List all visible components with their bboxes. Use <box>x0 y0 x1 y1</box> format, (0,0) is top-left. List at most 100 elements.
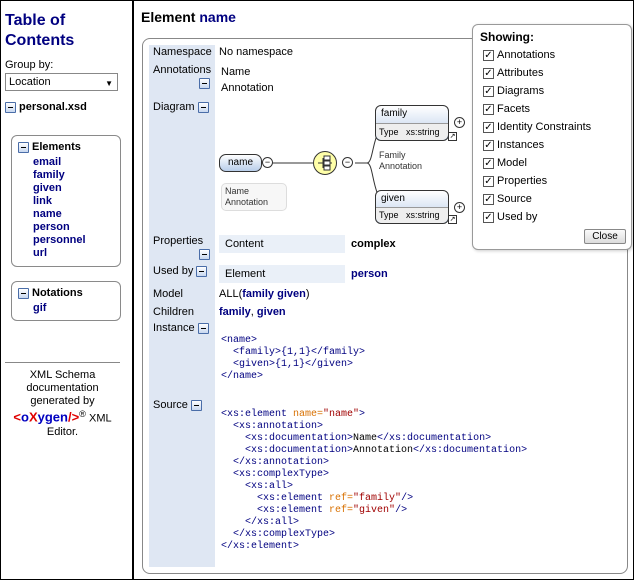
schema-file-link[interactable]: personal.xsd <box>19 101 87 113</box>
show-option-identity-constraints[interactable]: ✓Identity Constraints <box>483 121 591 135</box>
group-by-value: Location <box>9 76 51 88</box>
diagram-annotation: Family Annotation <box>375 147 449 175</box>
logo-part: /> <box>68 410 79 425</box>
child-link-given[interactable]: given <box>257 306 286 318</box>
option-label: Model <box>497 157 527 169</box>
collapse-icon[interactable] <box>5 102 16 113</box>
elements-box: Elements email family given link name pe… <box>11 135 121 267</box>
diagram-node-label: family <box>376 106 448 123</box>
popup-title: Showing: <box>480 30 534 44</box>
notations-heading-label: Notations <box>32 287 83 299</box>
element-link[interactable]: email <box>33 156 114 169</box>
element-link[interactable]: url <box>33 247 114 260</box>
element-link[interactable]: given <box>33 182 114 195</box>
model-text: ) <box>306 288 310 300</box>
group-by-select[interactable]: Location ▼ <box>5 73 118 91</box>
option-label: Used by <box>497 211 537 223</box>
collapse-icon[interactable] <box>198 323 209 334</box>
title-element-name: name <box>199 9 236 25</box>
link-arrow-icon[interactable]: ↗ <box>448 215 457 224</box>
checkbox-checked-icon[interactable]: ✓ <box>483 158 494 169</box>
close-button[interactable]: Close <box>584 229 626 244</box>
collapse-icon[interactable] <box>191 400 202 411</box>
diagram-node-name[interactable]: name <box>219 154 262 172</box>
option-label: Properties <box>497 175 547 187</box>
show-option-diagrams[interactable]: ✓Diagrams <box>483 85 544 99</box>
collapse-circle-icon[interactable]: − <box>342 157 353 168</box>
element-link[interactable]: person <box>33 221 114 234</box>
option-label: Attributes <box>497 67 543 79</box>
code-line: </xs:element> <box>221 541 527 553</box>
expand-circle-icon[interactable]: + <box>454 117 465 128</box>
registered-mark: ® <box>79 409 86 419</box>
option-label: Facets <box>497 103 530 115</box>
checkbox-checked-icon[interactable]: ✓ <box>483 50 494 61</box>
checkbox-checked-icon[interactable]: ✓ <box>483 122 494 133</box>
toc-title-line2: Contents <box>5 31 127 51</box>
source-code: <xs:element name="name"> <xs:annotation>… <box>221 409 527 553</box>
oxygen-logo[interactable]: <oXygen/>® XML <box>5 408 120 426</box>
model-link-family[interactable]: family <box>242 288 274 300</box>
footer-line: documentation <box>5 382 120 395</box>
group-by-label: Group by: <box>5 59 127 71</box>
element-link[interactable]: name <box>33 208 114 221</box>
collapse-icon[interactable] <box>196 248 210 260</box>
collapse-circle-icon[interactable]: − <box>262 157 273 168</box>
code-line: </xs:annotation> <box>221 457 527 469</box>
label-children: Children <box>153 306 194 318</box>
title-prefix: Element <box>141 9 195 25</box>
show-option-model[interactable]: ✓Model <box>483 157 527 171</box>
collapse-icon[interactable] <box>196 266 207 277</box>
code-line: <xs:all> <box>221 481 527 493</box>
code-line: </name> <box>221 371 365 383</box>
code-line: <xs:element name="name"> <box>221 409 527 421</box>
option-label: Source <box>497 193 532 205</box>
checkbox-checked-icon[interactable]: ✓ <box>483 176 494 187</box>
element-link[interactable]: personnel <box>33 234 114 247</box>
code-line: <name> <box>221 335 365 347</box>
checkbox-checked-icon[interactable]: ✓ <box>483 68 494 79</box>
diagram-node-label: name <box>228 157 253 168</box>
property-key: Content <box>219 235 345 253</box>
link-arrow-icon[interactable]: ↗ <box>448 132 457 141</box>
code-line: <given>{1,1}</given> <box>221 359 365 371</box>
checkbox-checked-icon[interactable]: ✓ <box>483 104 494 115</box>
show-option-facets[interactable]: ✓Facets <box>483 103 530 117</box>
diagram-node-family[interactable]: family Type xs:string <box>375 105 449 141</box>
children-value: family, given <box>219 306 286 318</box>
type-label: Type <box>379 127 399 137</box>
show-option-annotations[interactable]: ✓Annotations <box>483 49 555 63</box>
checkbox-checked-icon[interactable]: ✓ <box>483 140 494 151</box>
notation-link[interactable]: gif <box>33 302 114 315</box>
show-option-instances[interactable]: ✓Instances <box>483 139 544 153</box>
diagram-type-row: Type xs:string <box>376 207 448 223</box>
used-by-link[interactable]: person <box>351 268 388 280</box>
show-option-used-by[interactable]: ✓Used by <box>483 211 537 225</box>
model-link-given[interactable]: given <box>277 288 306 300</box>
collapse-icon[interactable] <box>18 142 29 153</box>
code-line: <xs:element ref="family"/> <box>221 493 527 505</box>
checkbox-checked-icon[interactable]: ✓ <box>483 212 494 223</box>
show-option-source[interactable]: ✓Source <box>483 193 532 207</box>
show-option-properties[interactable]: ✓Properties <box>483 175 547 189</box>
show-option-attributes[interactable]: ✓Attributes <box>483 67 543 81</box>
checkbox-checked-icon[interactable]: ✓ <box>483 86 494 97</box>
child-link-family[interactable]: family <box>219 306 251 318</box>
element-link[interactable]: family <box>33 169 114 182</box>
logo-part: o <box>21 410 29 425</box>
used-by-key: Element <box>219 265 345 283</box>
element-link[interactable]: link <box>33 195 114 208</box>
elements-heading: Elements <box>18 141 114 153</box>
label-used-by-text: Used by <box>153 265 193 277</box>
notations-heading: Notations <box>18 287 114 299</box>
generator-footer: XML Schema documentation generated by <o… <box>5 369 120 439</box>
collapse-icon[interactable] <box>18 288 29 299</box>
label-instance-text: Instance <box>153 322 195 334</box>
code-line: <xs:element ref="given"/> <box>221 505 527 517</box>
diagram-node-given[interactable]: given Type xs:string <box>375 190 449 224</box>
code-line: <xs:complexType> <box>221 469 527 481</box>
code-line: <xs:documentation>Annotation</xs:documen… <box>221 445 527 457</box>
option-label: Annotations <box>497 49 555 61</box>
checkbox-checked-icon[interactable]: ✓ <box>483 194 494 205</box>
expand-circle-icon[interactable]: + <box>454 202 465 213</box>
